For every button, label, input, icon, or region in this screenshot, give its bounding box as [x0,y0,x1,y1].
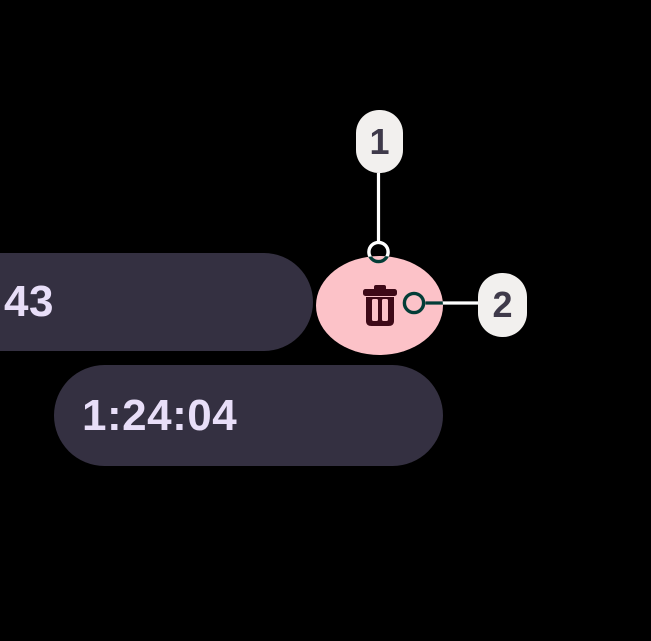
timer-remaining-pill: 1:24:04 [54,365,443,466]
callout-badge-1: 1 [356,110,403,173]
callout-badge-2: 2 [478,273,527,337]
delete-timer-button[interactable] [316,256,443,355]
trash-icon [362,285,397,326]
timer-remaining-text: 1:24:04 [82,390,238,440]
callout-1-label: 1 [369,120,390,162]
timer-elapsed-text: 43 [4,277,54,326]
timer-elapsed-pill: 43 [0,253,313,351]
callout-2-label: 2 [492,284,513,325]
